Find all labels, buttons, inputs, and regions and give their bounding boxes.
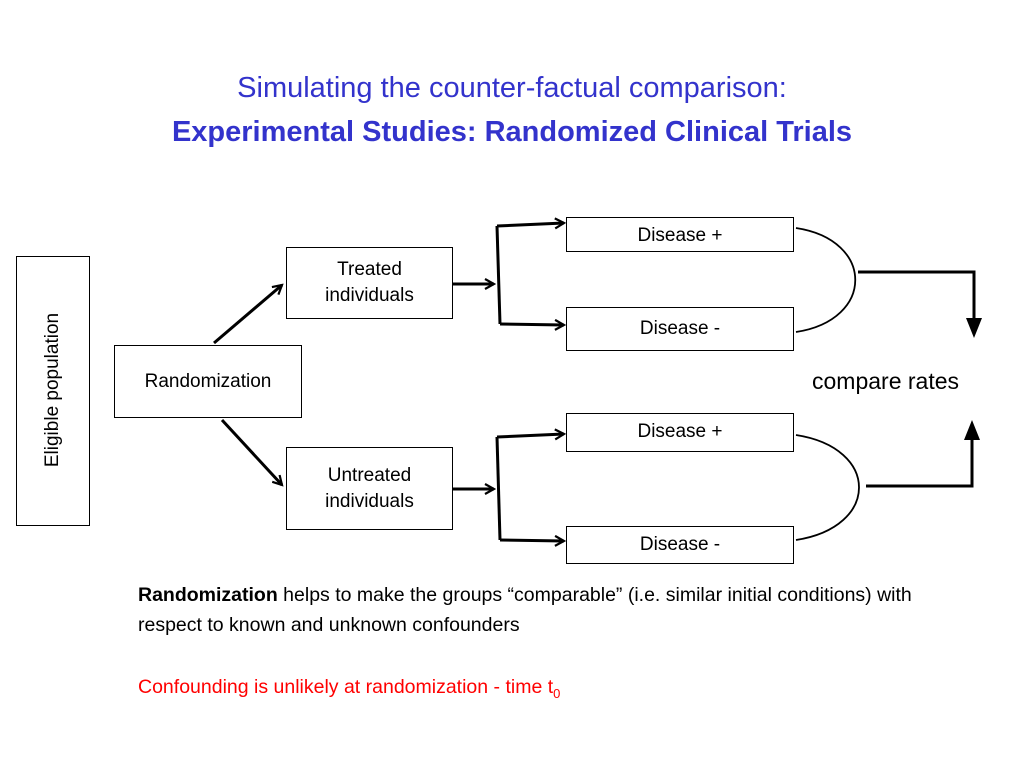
- confounding-note: Confounding is unlikely at randomization…: [138, 672, 560, 709]
- arrow-untreated-compare: [866, 420, 980, 488]
- slide-title-line1: Simulating the counter-factual compariso…: [237, 72, 787, 104]
- untreated-disease-neg-box: Disease -: [566, 526, 794, 564]
- treated-disease-neg-box: Disease -: [566, 307, 794, 351]
- arrow-untreated-disease-neg: [499, 540, 564, 541]
- treated-label-line2: individuals: [325, 285, 414, 306]
- arrow-treated-compare: [858, 270, 982, 338]
- untreated-disease-neg-label: Disease -: [639, 534, 721, 555]
- untreated-disease-pos-box: Disease +: [566, 413, 794, 452]
- randomization-note: Randomization helps to make the groups “…: [138, 580, 958, 640]
- confounding-note-subscript: 0: [553, 685, 561, 701]
- arrow-untreated-disease-pos: [496, 434, 564, 437]
- treated-disease-pos-box: Disease +: [566, 217, 794, 252]
- eligible-population-box: [16, 256, 90, 526]
- slide-title-line2: Experimental Studies: Randomized Clinica…: [171, 116, 853, 148]
- compare-rates-label: compare rates: [812, 368, 960, 394]
- eligible-population-label: Eligible population: [42, 312, 63, 468]
- randomization-label: Randomization: [144, 370, 272, 392]
- randomization-box: Randomization: [114, 345, 302, 418]
- untreated-box: Untreated individuals: [286, 447, 453, 530]
- treated-disease-neg-label: Disease -: [639, 318, 721, 339]
- untreated-split-vertical: [495, 436, 502, 541]
- confounding-note-text: Confounding is unlikely at randomization…: [138, 676, 554, 698]
- treated-split-vertical: [495, 225, 502, 325]
- arrow-treated-disease-neg: [499, 324, 564, 325]
- treated-disease-pos-label: Disease +: [637, 225, 723, 246]
- untreated-disease-pos-label: Disease +: [637, 421, 723, 442]
- randomization-note-text: helps to make the groups “comparable” (i…: [138, 584, 912, 636]
- treated-label-line1: Treated: [337, 259, 402, 280]
- untreated-label-line2: individuals: [325, 490, 414, 512]
- arrow-to-treated: [213, 285, 282, 345]
- untreated-bracket: [795, 434, 860, 541]
- randomization-note-bold: Randomization: [138, 584, 278, 606]
- arrow-to-untreated: [220, 418, 282, 485]
- treated-box: Treated individuals: [286, 247, 453, 319]
- arrow-treated-disease-pos: [496, 223, 564, 226]
- untreated-label-line1: Untreated: [327, 464, 412, 486]
- treated-bracket: [795, 227, 857, 333]
